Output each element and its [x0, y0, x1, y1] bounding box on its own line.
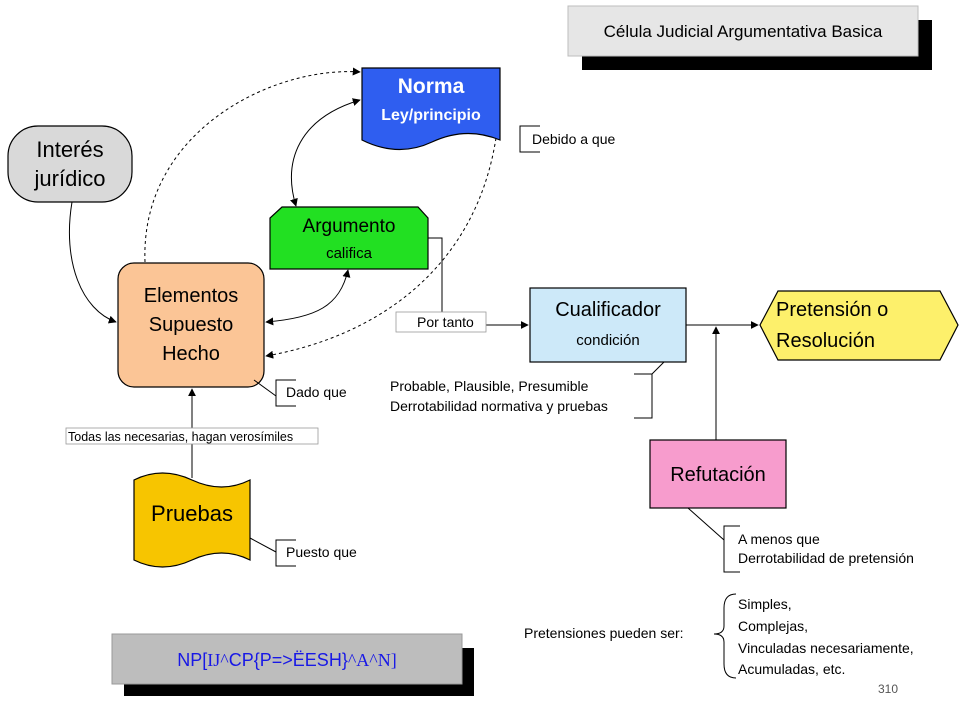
pretension-line1: Pretensión o: [776, 299, 888, 321]
pruebas-node: Pruebas: [133, 472, 251, 568]
pret-item-2: Complejas,: [738, 618, 808, 634]
norma-title: Norma: [398, 75, 465, 98]
pretensiones-label: Pretensiones pueden ser:: [524, 625, 684, 641]
debido-label: Debido a que: [532, 131, 616, 147]
interes-line2: jurídico: [34, 166, 106, 191]
cualificador-subtitle: condición: [576, 332, 639, 349]
argumento-title: Argumento: [303, 216, 396, 237]
cualificador-title: Cualificador: [555, 299, 661, 321]
elementos-line3: Hecho: [162, 343, 220, 365]
arrow-interes-elementos: [68, 201, 117, 324]
formula-box: NP[IJ^CP{P=>ËESH}^A^N]: [111, 633, 474, 696]
formula-text: NP[IJ^CP{P=>ËESH}^A^N]: [177, 650, 396, 670]
debido-annotation: Debido a que: [519, 125, 616, 153]
todas-label: Todas las necesarias, hagan verosímiles: [68, 430, 293, 444]
pretensiones-brace: [713, 593, 737, 679]
pretension-line2: Resolución: [776, 330, 875, 352]
formula-part1: NP[: [177, 650, 207, 670]
dashed-norma-elementos: [265, 137, 497, 359]
line-argumento-portanto: [428, 237, 443, 312]
interes-node: Interés jurídico: [7, 125, 133, 203]
refutacion-label: Refutación: [670, 464, 766, 486]
pret-item-1: Simples,: [738, 596, 792, 612]
elementos-line2: Supuesto: [149, 314, 234, 336]
pret-item-4: Acumuladas, etc.: [738, 661, 845, 677]
connectors: [68, 67, 759, 679]
amenos-label: A menos que: [738, 531, 820, 547]
norma-node: Norma Ley/principio: [361, 67, 501, 151]
dashed-elementos-norma: [144, 67, 361, 263]
amenos-bracket: [687, 507, 740, 573]
elementos-line1: Elementos: [144, 285, 239, 307]
dado-label: Dado que: [286, 384, 347, 400]
argumento-node: Argumento califica: [269, 206, 429, 270]
formula-part3: CP{P=>ËESH}: [229, 650, 348, 670]
pret-item-3: Vinculadas necesariamente,: [738, 640, 914, 656]
formula-part2: IJ^: [207, 650, 229, 670]
refutacion-node: Refutación: [649, 439, 787, 509]
derrotabilidad-pret-label: Derrotabilidad de pretensión: [738, 550, 914, 566]
portanto-label: Por tanto: [417, 314, 474, 330]
derrotabilidad-norm-label: Derrotabilidad normativa y pruebas: [390, 398, 608, 414]
page-number: 310: [878, 682, 898, 696]
todas-annotation: Todas las necesarias, hagan verosímiles: [65, 427, 319, 445]
diagram-title: Célula Judicial Argumentativa Basica: [604, 22, 883, 41]
puesto-bracket: [249, 537, 296, 567]
probable-bracket: [634, 361, 665, 419]
pretension-node: Pretensión o Resolución: [759, 290, 959, 361]
title-box: Célula Judicial Argumentativa Basica: [567, 5, 932, 70]
formula-part4: ^A^N]: [348, 650, 397, 670]
puesto-label: Puesto que: [286, 544, 357, 560]
probable-label: Probable, Plausible, Presumible: [390, 378, 589, 394]
arrow-norma-argumento: [290, 98, 361, 207]
cualificador-node: Cualificador condición: [529, 287, 687, 363]
arrow-argumento-elementos: [265, 269, 351, 326]
interes-line1: Interés: [36, 137, 103, 162]
elementos-node: Elementos Supuesto Hecho: [117, 262, 265, 388]
portanto-annotation: Por tanto: [395, 311, 487, 333]
argumento-subtitle: califica: [326, 245, 373, 262]
dado-bracket: [253, 379, 296, 407]
norma-subtitle: Ley/principio: [381, 107, 481, 124]
pruebas-label: Pruebas: [151, 501, 233, 526]
